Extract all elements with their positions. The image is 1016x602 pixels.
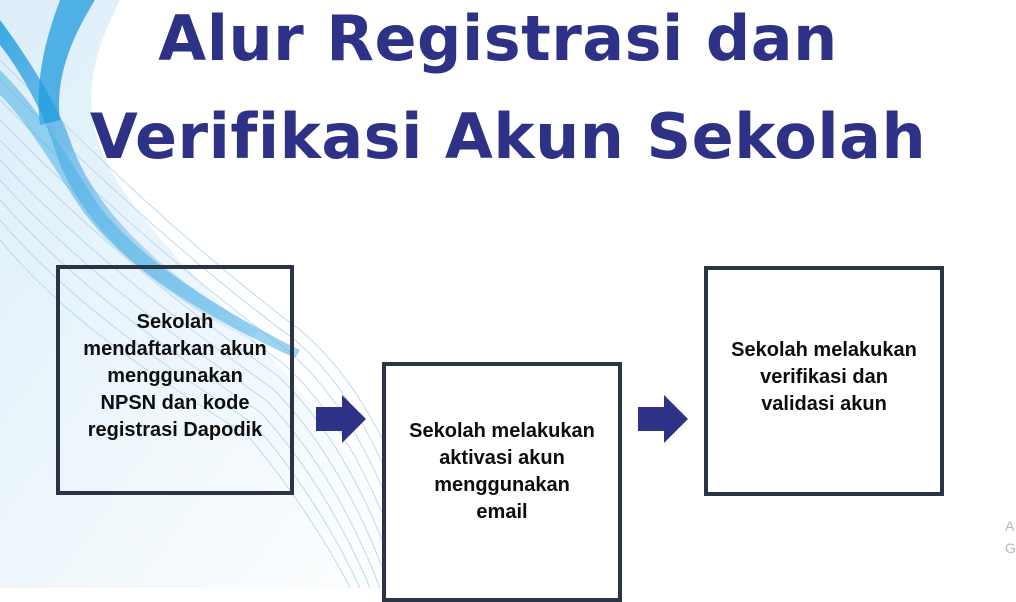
corner-mark-g: G [1005, 540, 1016, 556]
step-text-activate: Sekolah melakukan aktivasi akun mengguna… [409, 420, 595, 523]
page-title-line-1: Alur Registrasi dan [158, 2, 838, 75]
step-box-register: Sekolah mendaftarkan akun menggunakan NP… [56, 265, 294, 495]
step-text-verify: Sekolah melakukan verifikasi dan validas… [731, 339, 917, 415]
page-title-line-2: Verifikasi Akun Sekolah [89, 100, 927, 173]
right-arrow-icon [638, 395, 688, 443]
step-text-register: Sekolah mendaftarkan akun menggunakan NP… [83, 311, 267, 441]
step-box-activate: Sekolah melakukan aktivasi akun mengguna… [382, 362, 622, 602]
right-arrow-icon [316, 395, 366, 443]
step-box-verify: Sekolah melakukan verifikasi dan validas… [704, 266, 944, 496]
corner-mark-a: A [1005, 518, 1015, 534]
